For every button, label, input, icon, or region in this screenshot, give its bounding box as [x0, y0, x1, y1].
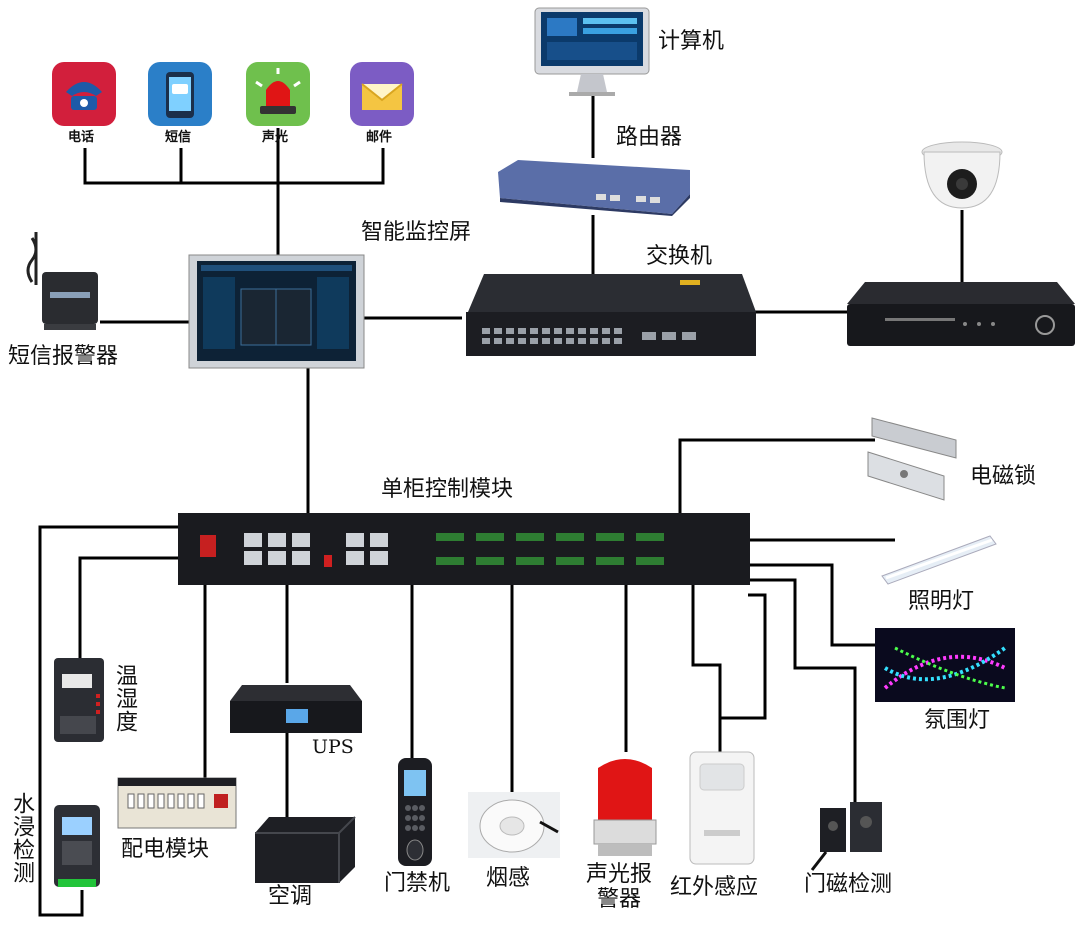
dvr-icon: [847, 282, 1075, 346]
infrared-drop-line: [691, 585, 722, 755]
water-leak-label: 水浸检测: [9, 792, 34, 884]
ambient-light-label: 氛围灯: [924, 708, 991, 733]
sms-label: 短信: [165, 130, 192, 145]
temp-humidity-icon: [54, 658, 104, 742]
lighting-icon: [881, 535, 997, 585]
magnetic-lock-label: 电磁锁: [970, 464, 1037, 489]
air-conditioner-icon: [255, 816, 356, 883]
switch-icon: [466, 274, 756, 356]
infrared-sensor-icon: [689, 751, 755, 865]
router-icon: [498, 160, 690, 216]
power-module-icon: [117, 777, 237, 829]
email-icon: [350, 62, 414, 126]
power-module-label: 配电模块: [121, 837, 210, 862]
monitor-screen-label: 智能监控屏: [361, 220, 472, 245]
phone-icon: [52, 62, 116, 126]
sms-alarm-label: 短信报警器: [8, 344, 119, 369]
infrared-line: [718, 593, 767, 755]
ups-label: UPS: [312, 736, 354, 758]
lock-line: [678, 438, 875, 513]
temp-humidity-label: 温湿度: [112, 664, 137, 733]
infrared-label: 红外感应: [670, 875, 759, 900]
switch-label: 交换机: [646, 244, 713, 269]
control-module-icon: [178, 513, 750, 585]
siren-icon: [246, 62, 310, 126]
smoke-label: 烟感: [486, 866, 531, 891]
smoke-detector-icon: [468, 792, 560, 858]
ambient-line: [748, 563, 875, 647]
monitor-screen-icon: [188, 254, 365, 369]
ambient-light-icon: [875, 628, 1015, 702]
sound-light-label: 声光: [262, 130, 289, 145]
computer-label: 计算机: [658, 29, 725, 54]
sms-alarm-icon: [26, 232, 98, 330]
door-sensor-icon: [810, 802, 882, 871]
computer-icon: [534, 7, 650, 96]
access-control-label: 门禁机: [384, 871, 451, 896]
router-label: 路由器: [616, 125, 683, 150]
water-leak-icon: [54, 805, 100, 887]
door-sensor-label: 门磁检测: [804, 872, 893, 897]
control-module-label: 单柜控制模块: [381, 477, 514, 502]
lighting-label: 照明灯: [908, 589, 975, 614]
door-sensor-line: [748, 578, 857, 808]
temp-line: [78, 556, 178, 660]
alert-bus-line: [83, 148, 385, 185]
email-label: 邮件: [366, 130, 393, 145]
water-leak-line: [38, 525, 178, 917]
sound-light-alarm-icon: [593, 759, 657, 856]
access-control-icon: [398, 758, 432, 866]
magnetic-lock-icon: [867, 417, 957, 501]
ups-icon: [230, 685, 362, 733]
sms-icon: [148, 62, 212, 126]
air-conditioner-label: 空调: [268, 884, 313, 909]
phone-label: 电话: [68, 130, 95, 145]
sound-light-alarm-label: 声光报警器: [585, 862, 652, 913]
camera-icon: [921, 141, 1003, 209]
